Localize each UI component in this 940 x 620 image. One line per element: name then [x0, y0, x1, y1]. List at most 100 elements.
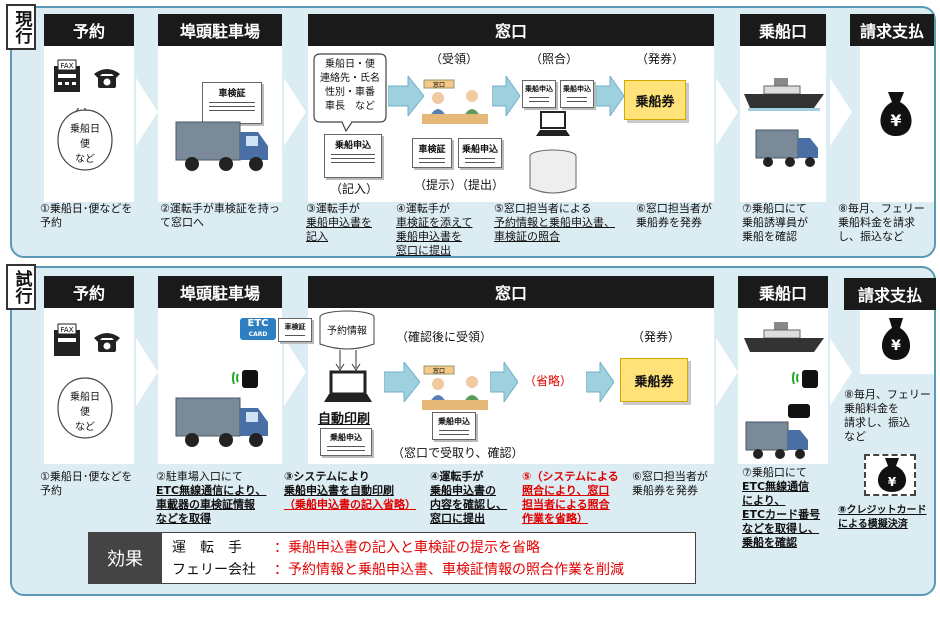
chevron-icon — [284, 78, 306, 146]
trial-step-7: ⑦乗船口にて ETC無線通信 により、 ETCカード番号 などを取得し、 乗船を… — [742, 466, 838, 550]
current-step-6: ⑥窓口担当者が 乗船券を発券 — [636, 202, 732, 230]
label-fill: （記入） — [330, 182, 379, 196]
trial-tab: 試行 — [6, 264, 36, 310]
callout-line: 性別・車番 — [325, 87, 375, 98]
application-form-document: 乗船申込 — [320, 428, 372, 456]
truck-icon — [744, 420, 810, 462]
connector-arrow — [335, 350, 361, 371]
step-text: ⑧毎月、フェリー — [838, 202, 925, 215]
step-text: ⑤（システムによる — [522, 470, 619, 483]
step-text: ②運転手が車検証を持って窓口へ — [160, 202, 280, 229]
step-text: ⑤窓口担当者による — [494, 202, 592, 215]
bubble-line: など — [75, 154, 95, 165]
doc-title: 車検証 — [218, 89, 246, 99]
current-head-parking: 埠頭駐車場 — [158, 14, 282, 46]
step-text: 乗船申込書を自動印刷 — [284, 484, 394, 497]
step-text: ①乗船日･便などを予約 — [40, 470, 133, 497]
current-step-4: ④運転手が 車検証を添えて 乗船申込書を 窓口に提出 — [396, 202, 492, 258]
current-tab-label: 現行 — [11, 10, 32, 44]
application-form-document: 乗船申込 — [458, 138, 502, 168]
counter-sign: 窓口 — [433, 367, 445, 375]
counter-sign: 窓口 — [433, 81, 445, 89]
application-form-document: 乗船申込 — [324, 134, 382, 178]
step-text: 車検証の照合 — [494, 230, 560, 243]
step-text: 乗船料金を — [844, 402, 899, 415]
svg-text:¥: ¥ — [890, 111, 901, 130]
bubble-line: 便 — [80, 407, 90, 418]
bubble-line: 乗船日 — [70, 392, 100, 403]
effect-title: 効果 — [88, 532, 162, 584]
trial-head-window: 窓口 — [308, 276, 714, 308]
etc-card-icon: ETC CARD — [240, 318, 276, 340]
doc-title: 車検証 — [418, 145, 446, 155]
step-text: 乗船券を発券 — [632, 484, 698, 497]
trial-step-6: ⑥窓口担当者が 乗船券を発券 — [632, 470, 728, 498]
step-text: 請求し、振込 — [844, 416, 910, 429]
doc-title: 乗船申込 — [461, 145, 498, 155]
svg-text:¥: ¥ — [888, 475, 897, 489]
stage-issue: （発券） — [636, 52, 685, 66]
database-icon — [528, 148, 578, 196]
effect-row: フェリー会社：予約情報と乗船申込書、車検証情報の照合作業を削減 — [172, 560, 692, 580]
shaken-document: 車検証 — [412, 138, 452, 168]
effect-box — [88, 532, 696, 584]
step-text: ⑥窓口担当者が — [632, 470, 708, 483]
stage-receive: （受領） — [430, 52, 479, 66]
trial-step-8b: ⑧クレジットカード による模擬決済 — [838, 504, 938, 532]
step-text: 乗船申込書の — [430, 484, 496, 497]
step-text: ③システムにより — [284, 470, 370, 483]
step-text: 内容を確認し、 — [430, 498, 507, 511]
chevron-icon — [136, 78, 158, 146]
current-head-window: 窓口 — [308, 14, 714, 46]
doc-title: 車検証 — [284, 323, 306, 331]
current-step-8: ⑧毎月、フェリー 乗船料金を請求 し、振込など — [838, 202, 936, 244]
step-text: 乗船誘導員が — [742, 216, 808, 229]
window-receive-label: （窓口で受取り、確認） — [392, 446, 524, 460]
svg-text:¥: ¥ — [891, 338, 901, 354]
step-text: ⑧クレジットカード — [838, 505, 927, 516]
trial-head-reserve: 予約 — [44, 276, 134, 308]
step-text: し、振込など — [838, 230, 904, 243]
counter-staff-icon: 窓口 — [420, 76, 490, 126]
etc-device-icon — [784, 396, 814, 426]
step-text: 窓口に提出 — [430, 512, 485, 525]
truck-icon — [754, 128, 820, 170]
step-text: ETC無線通信により、 — [156, 484, 267, 497]
etc-device-icon — [230, 364, 260, 394]
step-text: ⑦乗船口にて — [742, 202, 807, 215]
doc-title: 乗船申込 — [438, 417, 470, 426]
doc-title: 乗船申込 — [330, 433, 362, 442]
current-head-reserve: 予約 — [44, 14, 134, 46]
current-step-5: ⑤窓口担当者による 予約情報と乗船申込書、 車検証の照合 — [494, 202, 630, 244]
stage-confirm: （確認後に受領） — [396, 330, 493, 344]
step-text: 担当者による照合 — [522, 498, 610, 511]
truck-icon — [172, 118, 272, 174]
effect-what: ：予約情報と乗船申込書、車検証情報の照合作業を削減 — [274, 562, 624, 578]
step-text: などを取得し、 — [742, 522, 819, 535]
trial-step-2: ②駐車場入口にて ETC無線通信により、 車載器の車検証情報 などを取得 — [156, 470, 286, 526]
phone-icon — [92, 328, 122, 354]
step-text: 車載器の車検証情報 — [156, 498, 255, 511]
current-head-boarding: 乗船口 — [740, 14, 826, 46]
callout-line: 車長 など — [325, 101, 375, 112]
info-callout: 乗船日・便 連絡先・氏名 性別・車番 車長 など — [312, 52, 388, 132]
shaken-document: 車検証 — [202, 82, 262, 124]
ship-icon — [744, 72, 824, 112]
bubble-line: 乗船日 — [70, 124, 100, 135]
step-text: 車検証を添えて — [396, 216, 473, 229]
fax-icon: FAX — [52, 58, 82, 94]
application-form-document: 乗船申込 — [432, 412, 476, 440]
etc-card-label: CARD — [248, 331, 268, 338]
trial-head-parking: 埠頭駐車場 — [158, 276, 282, 308]
step-text: ④運転手が — [430, 470, 484, 483]
current-step-1: ①乗船日･便などを予約 — [40, 202, 140, 230]
effect-row: 運 転 手：乗船申込書の記入と車検証の提示を省略 — [172, 538, 692, 558]
laptop-icon — [536, 110, 570, 138]
chevron-icon — [284, 338, 306, 406]
money-bag-icon: ¥ — [874, 456, 910, 494]
callout-line: 連絡先・氏名 — [320, 73, 380, 84]
label-present: （提示）（提出） — [414, 178, 505, 192]
fax-label: FAX — [61, 62, 74, 70]
trial-step-8a: ⑧毎月、フェリー 乗船料金を 請求し、振込 など — [844, 388, 938, 444]
step-text: 窓口に提出 — [396, 244, 451, 257]
